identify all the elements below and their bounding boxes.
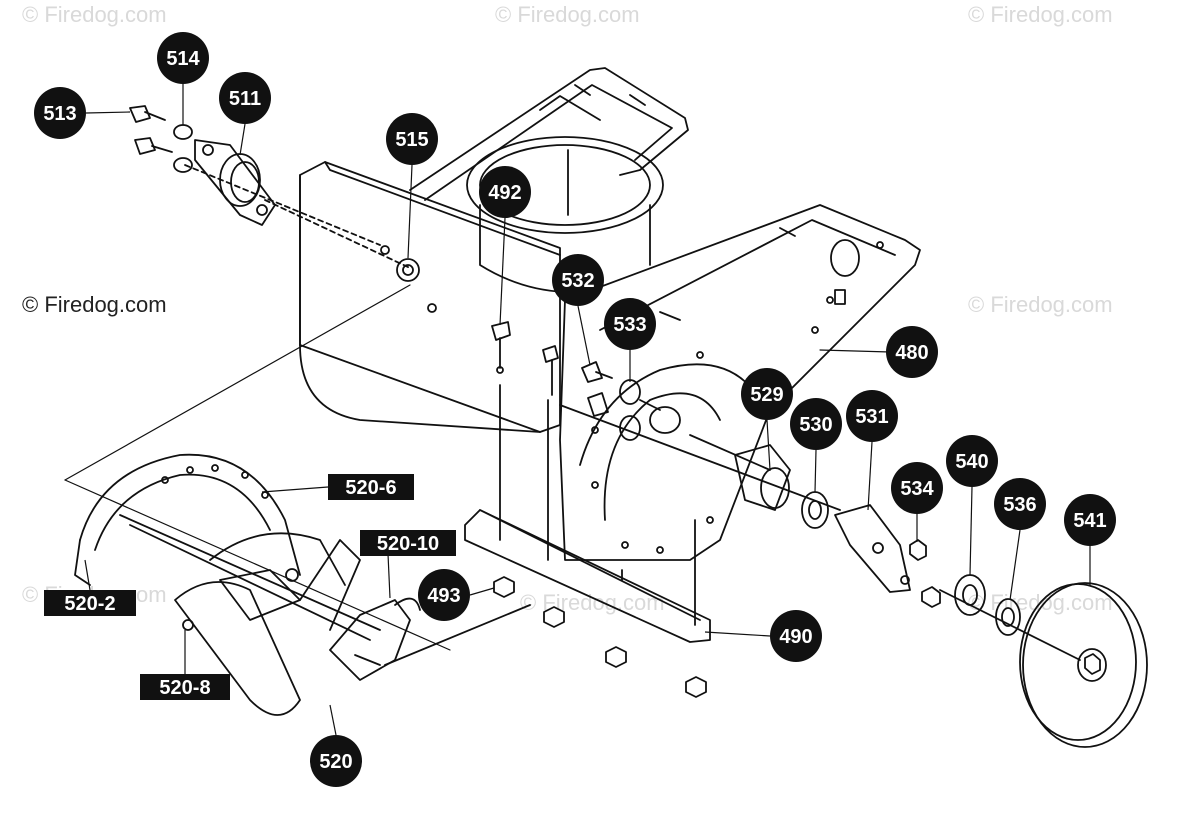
scraper-nuts xyxy=(493,576,707,698)
callout-533: 533 xyxy=(604,298,656,382)
svg-text:532: 532 xyxy=(561,270,594,292)
leader-lines xyxy=(64,284,891,651)
svg-text:480: 480 xyxy=(895,342,928,364)
callout-536: 536 xyxy=(994,478,1046,601)
callout-529: 529 xyxy=(741,368,793,471)
svg-text:520-2: 520-2 xyxy=(64,593,115,615)
callout-530: 530 xyxy=(790,398,842,493)
bearing-assembly xyxy=(559,404,941,608)
svg-text:520: 520 xyxy=(319,751,352,773)
svg-text:541: 541 xyxy=(1073,510,1106,532)
callout-520-2: 520-2 xyxy=(44,559,136,616)
pulley-stack xyxy=(939,574,1148,748)
callout-540: 540 xyxy=(946,435,998,576)
callout-493: 493 xyxy=(418,569,495,621)
svg-text:514: 514 xyxy=(166,48,200,70)
handle-frame xyxy=(409,67,689,201)
svg-text:531: 531 xyxy=(855,406,888,428)
callout-511: 511 xyxy=(219,72,271,156)
watermark-bottom-center: © Firedog.com xyxy=(520,590,665,615)
callout-541: 541 xyxy=(1064,494,1116,585)
svg-text:536: 536 xyxy=(1003,494,1036,516)
callout-492: 492 xyxy=(479,166,531,326)
svg-text:520-8: 520-8 xyxy=(159,677,210,699)
watermark-top-center: © Firedog.com xyxy=(495,2,640,27)
carriage-bolts xyxy=(491,321,559,396)
callout-534: 534 xyxy=(891,462,943,542)
callout-513: 513 xyxy=(34,87,131,139)
callout-480: 480 xyxy=(886,326,938,378)
callout-520-10: 520-10 xyxy=(360,530,456,599)
callout-514: 514 xyxy=(157,32,209,125)
callout-515: 515 xyxy=(386,113,438,259)
watermark-middle-right: © Firedog.com xyxy=(968,292,1113,317)
svg-text:533: 533 xyxy=(613,314,646,336)
callout-520: 520 xyxy=(310,704,362,787)
svg-text:534: 534 xyxy=(900,478,934,500)
svg-text:513: 513 xyxy=(43,103,76,125)
svg-text:511: 511 xyxy=(229,88,261,110)
watermark-top-left: © Firedog.com xyxy=(22,2,167,27)
svg-text:520-6: 520-6 xyxy=(345,477,396,499)
round-callouts: 513 514 511 515 492 532 533 480 529 530 … xyxy=(34,32,1116,787)
callout-532: 532 xyxy=(552,254,604,366)
scraper-bar xyxy=(464,384,711,643)
svg-text:530: 530 xyxy=(799,414,832,436)
callout-520-6: 520-6 xyxy=(261,474,414,500)
callout-531: 531 xyxy=(846,390,898,511)
watermark-copyright-label: © Firedog.com xyxy=(22,292,167,317)
svg-text:490: 490 xyxy=(779,626,812,648)
svg-text:515: 515 xyxy=(395,129,428,151)
washers-and-bolts xyxy=(581,361,661,441)
svg-text:529: 529 xyxy=(750,384,783,406)
callout-520-8: 520-8 xyxy=(140,630,230,700)
svg-text:492: 492 xyxy=(488,182,521,204)
watermark-top-right: © Firedog.com xyxy=(968,2,1113,27)
callout-490: 490 xyxy=(704,610,822,662)
svg-text:540: 540 xyxy=(955,451,988,473)
svg-text:493: 493 xyxy=(427,585,460,607)
bolts-and-bearing-flange xyxy=(129,105,411,269)
auger-assembly xyxy=(74,453,531,716)
box-callouts: 520-6 520-10 520-2 520-8 xyxy=(44,474,456,700)
svg-text:520-10: 520-10 xyxy=(377,533,439,555)
